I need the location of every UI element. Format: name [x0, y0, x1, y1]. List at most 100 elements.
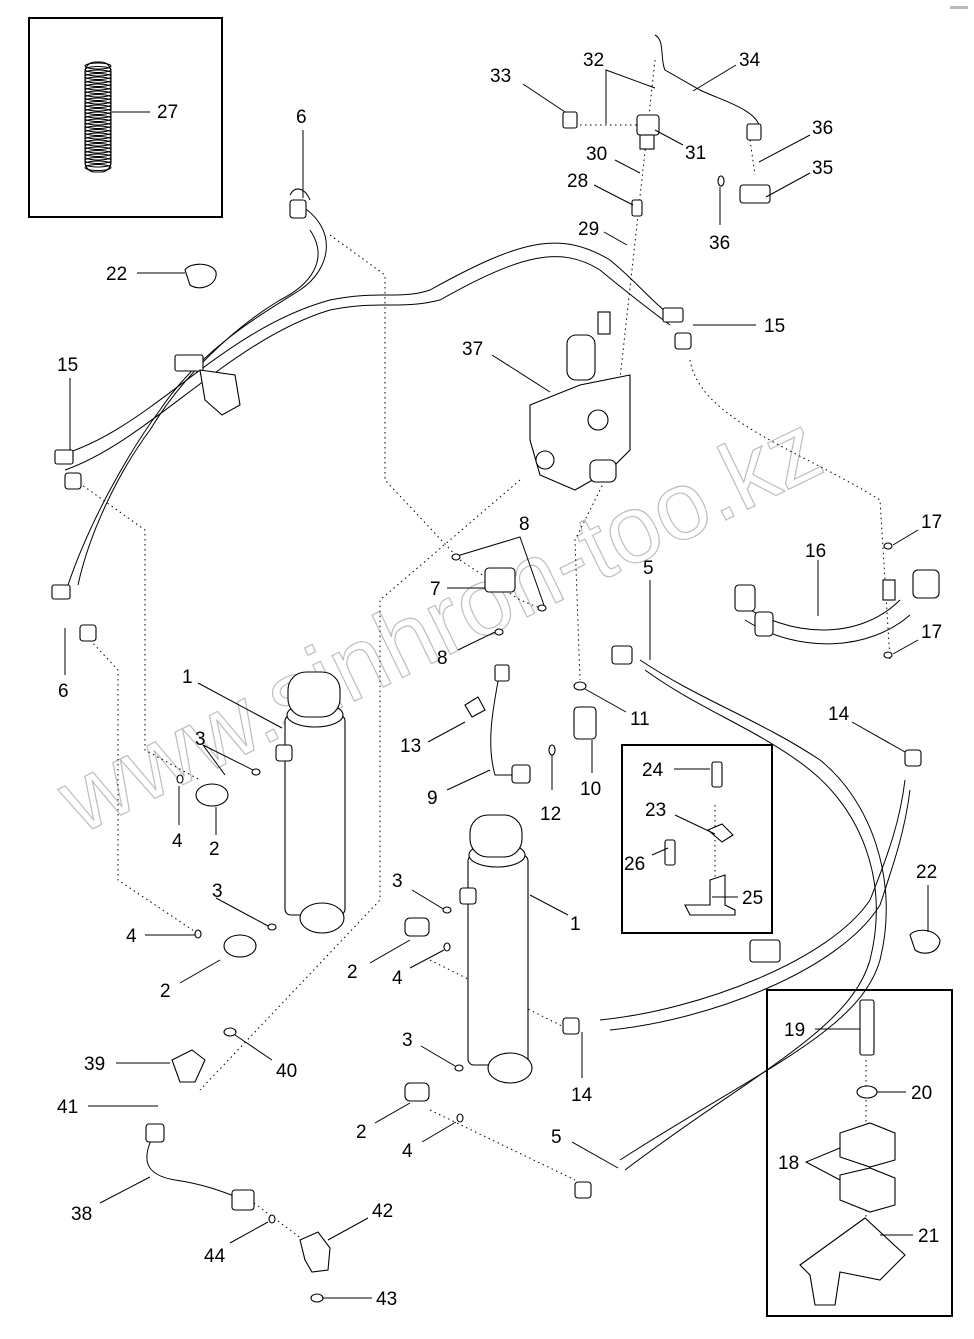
callout-27[interactable]: 27 [112, 102, 178, 123]
callout-28[interactable]: 28 [567, 171, 634, 206]
callout-34[interactable]: 34 [692, 50, 761, 92]
spring-coil [84, 118, 112, 126]
callout-label: 43 [376, 1289, 397, 1310]
callout-36[interactable]: 36 [709, 175, 730, 254]
callout-8[interactable]: 8 [437, 628, 504, 669]
spring-coil [84, 97, 112, 105]
callout-label: 32 [583, 50, 604, 71]
callout-22[interactable]: 22 [106, 264, 185, 285]
callout-14[interactable]: 14 [571, 1032, 593, 1106]
callout-9[interactable]: 9 [427, 769, 491, 809]
callout-7[interactable]: 7 [430, 579, 485, 600]
fittings [51, 34, 941, 1306]
callout-label: 23 [645, 800, 666, 821]
spring-coil [84, 122, 112, 129]
spring-coil [84, 143, 112, 150]
callout-5[interactable]: 5 [643, 558, 654, 660]
callout-33[interactable]: 33 [490, 66, 566, 113]
callout-26[interactable]: 26 [624, 847, 669, 875]
callout-35[interactable]: 35 [765, 158, 833, 198]
callout-31[interactable]: 31 [654, 129, 706, 164]
callout-24[interactable]: 24 [642, 760, 710, 781]
callout-3[interactable]: 3 [195, 729, 261, 776]
callout-4[interactable]: 4 [392, 942, 451, 989]
callout-17[interactable]: 17 [883, 512, 942, 550]
callout-label: 3 [392, 871, 403, 892]
callout-3[interactable]: 3 [212, 881, 277, 931]
callout-14[interactable]: 14 [828, 704, 906, 753]
callout-label: 35 [812, 158, 833, 179]
callout-10[interactable]: 10 [580, 740, 601, 800]
callout-42[interactable]: 42 [327, 1201, 393, 1241]
control-valve [529, 311, 631, 491]
callout-label: 17 [921, 512, 942, 533]
callout-15[interactable]: 15 [57, 355, 78, 450]
callout-18[interactable]: 18 [778, 1147, 841, 1181]
spring-coil [84, 139, 112, 147]
callout-44[interactable]: 44 [204, 1214, 276, 1267]
callout-25[interactable]: 25 [712, 888, 763, 909]
callout-label: 4 [402, 1141, 413, 1162]
spring-coil [84, 73, 112, 80]
spring-coil [84, 80, 112, 87]
spring-coil [84, 150, 112, 157]
spring-coil [84, 111, 112, 119]
callout-30[interactable]: 30 [586, 144, 641, 174]
callout-2[interactable]: 2 [347, 939, 411, 983]
callout-11[interactable]: 11 [573, 681, 650, 730]
callout-label: 11 [630, 709, 650, 730]
callout-37[interactable]: 37 [462, 339, 551, 393]
spring-coil [84, 157, 112, 164]
callout-21[interactable]: 21 [880, 1226, 939, 1247]
callout-41[interactable]: 41 [57, 1097, 158, 1118]
callout-6[interactable]: 6 [296, 107, 307, 198]
cylinder-right [467, 814, 533, 1084]
callout-4[interactable]: 4 [172, 774, 184, 852]
callout-15[interactable]: 15 [693, 316, 785, 337]
callout-label: 44 [204, 1246, 226, 1267]
callout-label: 31 [685, 143, 706, 164]
callout-1[interactable]: 1 [529, 894, 581, 935]
callout-43[interactable]: 43 [310, 1289, 397, 1310]
callout-32[interactable]: 32 [583, 50, 656, 124]
callout-label: 16 [805, 541, 826, 562]
spring-coil [84, 76, 112, 84]
callout-label: 4 [126, 926, 137, 947]
callout-16[interactable]: 16 [805, 541, 826, 616]
callout-label: 29 [578, 219, 599, 240]
callout-40[interactable]: 40 [223, 1027, 297, 1082]
callout-23[interactable]: 23 [645, 800, 716, 835]
callout-13[interactable]: 13 [400, 721, 466, 757]
callout-label: 7 [430, 579, 441, 600]
callout-4[interactable]: 4 [402, 1113, 464, 1162]
callout-2[interactable]: 2 [160, 959, 221, 1002]
callout-6[interactable]: 6 [58, 628, 69, 702]
callout-label: 15 [764, 316, 785, 337]
callout-12[interactable]: 12 [540, 744, 561, 825]
callout-22[interactable]: 22 [916, 862, 937, 932]
callout-8[interactable]: 8 [451, 514, 547, 612]
callout-17[interactable]: 17 [883, 622, 942, 659]
callout-39[interactable]: 39 [84, 1054, 170, 1075]
callout-3[interactable]: 3 [402, 1030, 464, 1072]
callout-1[interactable]: 1 [182, 667, 283, 729]
callout-3[interactable]: 3 [392, 871, 452, 914]
callout-label: 30 [586, 144, 607, 165]
callout-36[interactable]: 36 [758, 118, 833, 163]
callout-29[interactable]: 29 [578, 219, 628, 246]
callout-20[interactable]: 20 [877, 1083, 932, 1104]
callout-19[interactable]: 19 [784, 1020, 860, 1041]
callout-label: 26 [624, 854, 645, 875]
spring-coil [84, 66, 112, 73]
callout-4[interactable]: 4 [126, 926, 202, 947]
callout-2[interactable]: 2 [209, 807, 220, 860]
corner-mark [950, 6, 968, 9]
callout-label: 38 [71, 1204, 92, 1225]
callout-label: 8 [519, 514, 530, 535]
callout-label: 21 [918, 1226, 939, 1247]
callout-5[interactable]: 5 [551, 1127, 619, 1169]
inset-spring [28, 17, 223, 218]
callout-38[interactable]: 38 [71, 1176, 151, 1225]
callout-2[interactable]: 2 [356, 1102, 411, 1143]
